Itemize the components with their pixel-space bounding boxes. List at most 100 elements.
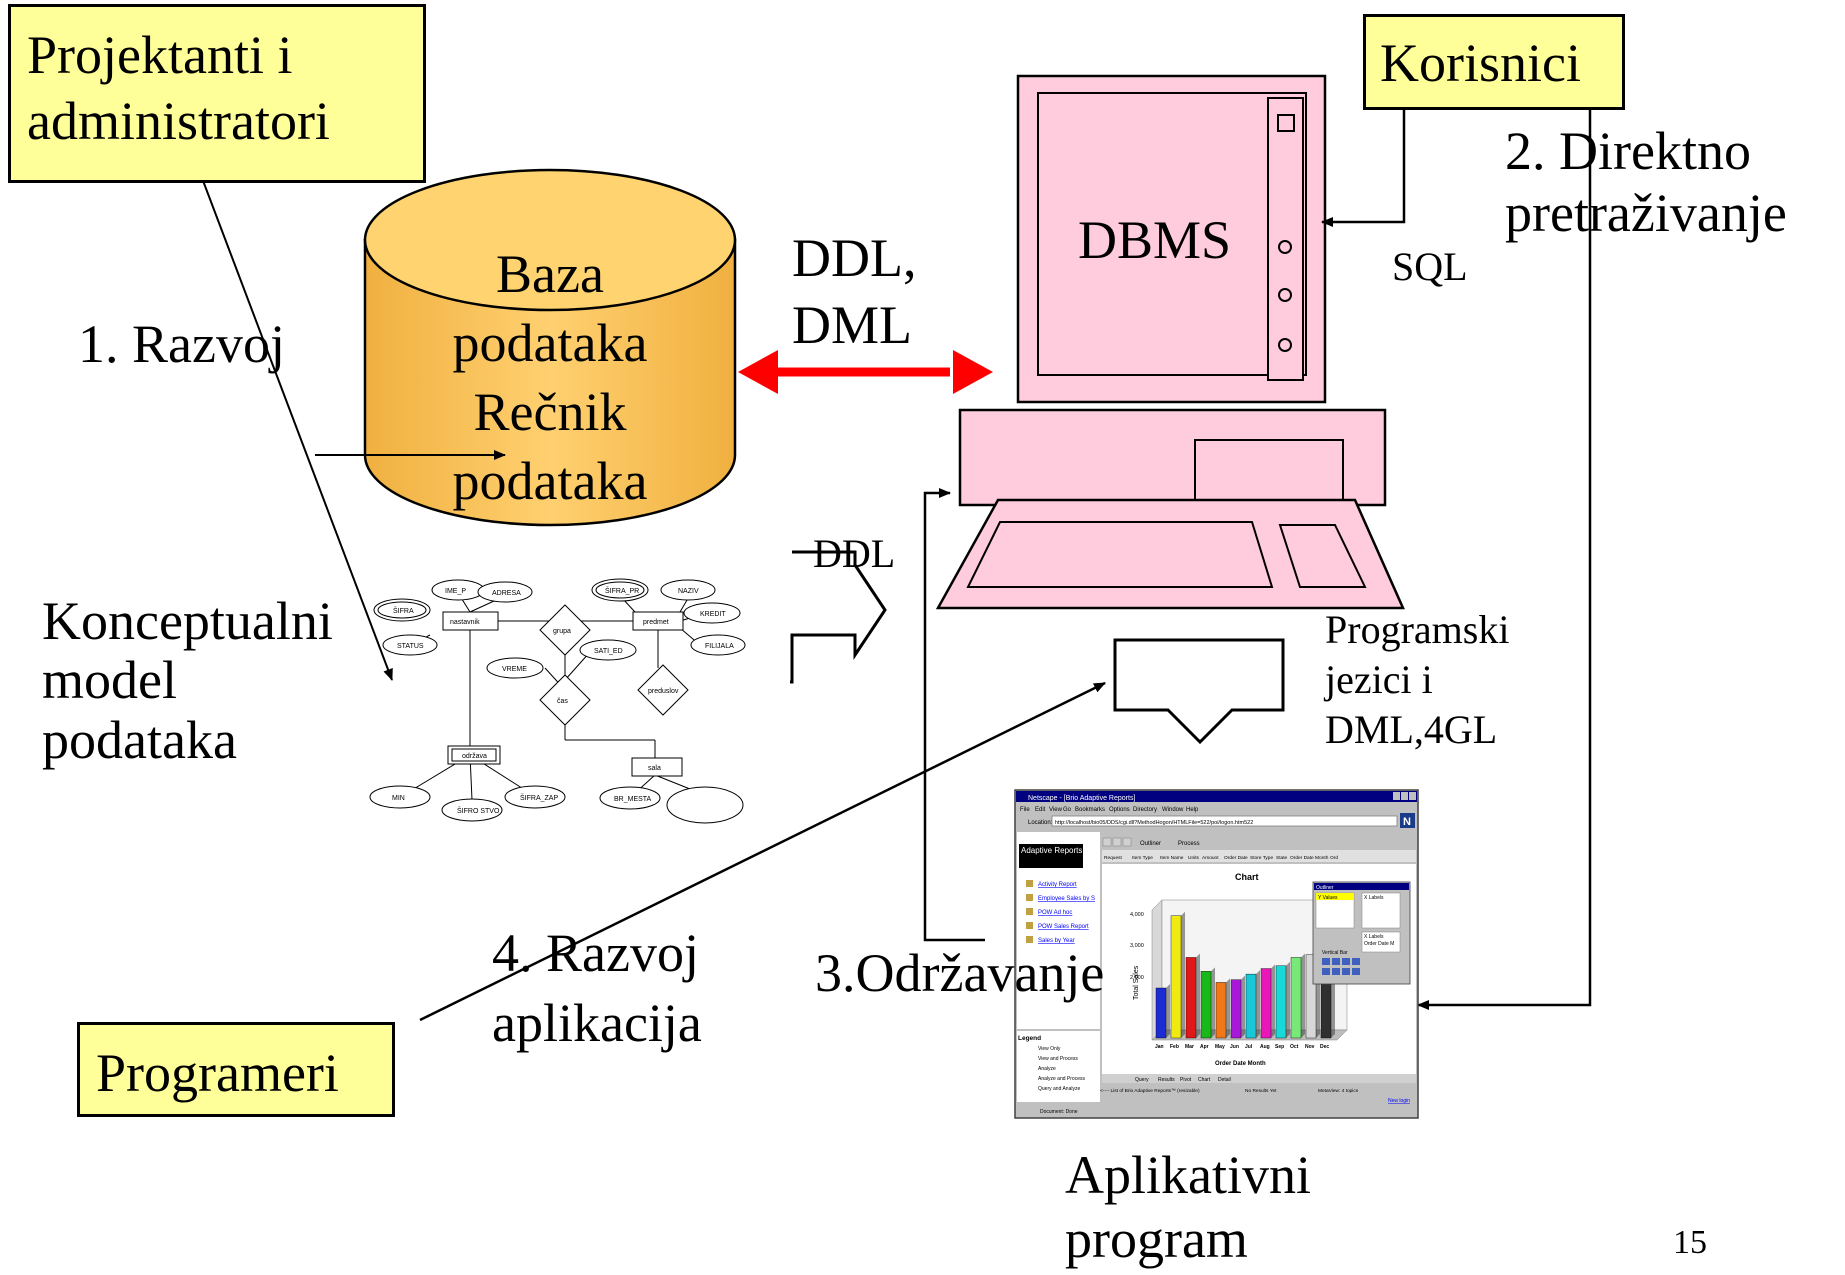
aplikativni-label: Aplikativni program xyxy=(1065,1145,1311,1269)
svg-text:X Labels: X Labels xyxy=(1364,934,1384,940)
ddl-dml-double-arrow xyxy=(738,350,993,394)
chart-title: Chart xyxy=(1235,872,1259,882)
ddl-label: DDL xyxy=(813,531,896,576)
ddl-block-arrow xyxy=(790,550,887,684)
svg-text:Legend: Legend xyxy=(1018,1035,1041,1042)
er-entity: sala xyxy=(648,765,661,772)
chart-bar xyxy=(1305,954,1317,1039)
svg-text:No Results Yet: No Results Yet xyxy=(1245,1088,1277,1094)
programeri-box: Programeri xyxy=(77,1022,395,1117)
konceptualni-label: Konceptualni model podataka xyxy=(42,591,333,770)
svg-text:Activity Report: Activity Report xyxy=(1038,882,1077,888)
page-number: 15 xyxy=(1673,1224,1707,1261)
svg-text:Query and Analyze: Query and Analyze xyxy=(1038,1086,1080,1092)
svg-text:POW Ad hoc: POW Ad hoc xyxy=(1038,910,1072,916)
svg-text:Vertical Bar: Vertical Bar xyxy=(1322,950,1348,956)
chart-bar-side xyxy=(1181,911,1185,1038)
er-entity: održava xyxy=(462,753,487,760)
er-entity: nastavnik xyxy=(450,619,480,626)
razvoj-label: 1. Razvoj xyxy=(78,314,285,374)
chart-bar xyxy=(1200,971,1212,1039)
chart-bars xyxy=(1155,911,1335,1039)
ddl-dml-label: DDL, DML xyxy=(792,228,917,355)
svg-text:POW Sales Report: POW Sales Report xyxy=(1038,924,1089,930)
er-attr: STATUS xyxy=(397,643,424,650)
chart-bar xyxy=(1215,982,1227,1039)
computer-base xyxy=(935,408,1405,610)
svg-text:Analyze and Process: Analyze and Process xyxy=(1038,1076,1085,1082)
er-attr: VREME xyxy=(502,666,527,673)
er-attr: NAZIV xyxy=(678,588,699,595)
chart-bar-side xyxy=(1226,978,1230,1038)
svg-text:3,000: 3,000 xyxy=(1130,943,1144,949)
menu-bar: File Edit View Go Bookmarks Options Dire… xyxy=(1020,807,1199,813)
er-attr: ŠIFRA_ZAP xyxy=(520,793,558,802)
er-relationship: preduslov xyxy=(648,688,679,695)
svg-text:New login: New login xyxy=(1388,1098,1410,1104)
svg-text:Outliner: Outliner xyxy=(1140,841,1161,847)
programeri-label: Programeri xyxy=(96,1043,339,1103)
svg-text:Process: Process xyxy=(1178,841,1200,847)
chart-bar-side xyxy=(1286,961,1290,1038)
er-attr: ŠIFRO STVO xyxy=(457,806,500,815)
chart-bar xyxy=(1245,973,1257,1039)
column-headers: Request Item Type Item Name Units Amount… xyxy=(1104,855,1338,861)
korisnici-label: Korisnici xyxy=(1380,33,1581,93)
er-entity: predmet xyxy=(643,619,669,626)
svg-text:<---- List of Brio Adaptive Re: <---- List of Brio Adaptive Reports™ (re… xyxy=(1100,1088,1200,1094)
svg-text:View Only: View Only xyxy=(1038,1046,1061,1052)
chart-bar-side xyxy=(1241,975,1245,1038)
svg-text:Order Date Month: Order Date Month xyxy=(1215,1061,1266,1067)
app-screenshot: Netscape - [Brio Adaptive Reports] File … xyxy=(1014,789,1419,1119)
chart-bar-side xyxy=(1271,964,1275,1038)
svg-text:View and Process: View and Process xyxy=(1038,1056,1078,1062)
svg-text:MetaView: 4 topics: MetaView: 4 topics xyxy=(1318,1088,1359,1094)
svg-text:Y Values: Y Values xyxy=(1318,895,1338,901)
sql-arrow xyxy=(1321,104,1406,227)
chart-bar-side xyxy=(1256,970,1260,1038)
projektanti-arrow xyxy=(201,177,393,681)
chart-bar xyxy=(1260,968,1272,1039)
direktno-label: 2. Direktno pretraživanje xyxy=(1505,121,1787,244)
chart-bar-side xyxy=(1196,953,1200,1038)
computer-monitor xyxy=(1016,74,1327,404)
tabs: Query Results Pivot Chart Detail xyxy=(1135,1077,1231,1083)
svg-text:Location:: Location: xyxy=(1028,820,1053,826)
direktno-arrow xyxy=(1417,94,1592,1010)
odrzavanje-label: 3.Održavanje xyxy=(815,943,1105,1003)
programski-label: Programski jezici i DML,4GL xyxy=(1325,607,1510,752)
svg-text:Sales by Year: Sales by Year xyxy=(1038,938,1075,944)
chart-bar xyxy=(1290,957,1302,1039)
chart-bar xyxy=(1170,915,1182,1039)
razvoj-aplikacija-label: 4. Razvoj aplikacija xyxy=(492,923,702,1054)
chart-bar-side xyxy=(1211,967,1215,1038)
chart-bar-side xyxy=(1166,984,1170,1038)
svg-text:Total Sales: Total Sales xyxy=(1133,965,1140,1000)
er-diagram-labels: IME_P ADRESA ŠIFRA_PR NAZIV ŠIFRA STATUS… xyxy=(392,586,734,815)
er-attr: MIN xyxy=(392,795,405,802)
projektanti-box: Projektanti i administratori xyxy=(8,4,426,183)
chart-bar xyxy=(1185,957,1197,1039)
database-cylinder xyxy=(363,168,737,527)
er-attr: ADRESA xyxy=(492,590,521,597)
svg-text:N: N xyxy=(1403,816,1411,828)
svg-text:Document: Done: Document: Done xyxy=(1040,1109,1078,1115)
chart-bar-side xyxy=(1331,970,1335,1038)
baza-label: Baza podataka Rečnik podataka xyxy=(452,244,648,512)
svg-text:Adaptive Reports: Adaptive Reports xyxy=(1021,846,1082,855)
projektanti-label: Projektanti i administratori xyxy=(27,25,330,151)
report-list: Activity Report Employee Sales by S POW … xyxy=(1038,882,1095,944)
window-title: Netscape - [Brio Adaptive Reports] xyxy=(1028,795,1135,802)
svg-text:4,000: 4,000 xyxy=(1130,912,1144,918)
programeri-arrow xyxy=(419,681,1106,1022)
er-relationship: grupa xyxy=(553,628,571,635)
odrzavanje-arrow xyxy=(923,488,985,942)
er-attr: KREDIT xyxy=(700,611,726,618)
er-relationship: čas xyxy=(557,698,568,705)
sql-label: SQL xyxy=(1392,244,1468,289)
chart-bar xyxy=(1155,987,1167,1039)
korisnici-box: Korisnici xyxy=(1363,14,1625,110)
chart-x-ticks: Jan Feb Mar Apr May Jun Jul Aug Sep Oct … xyxy=(1155,1044,1329,1050)
